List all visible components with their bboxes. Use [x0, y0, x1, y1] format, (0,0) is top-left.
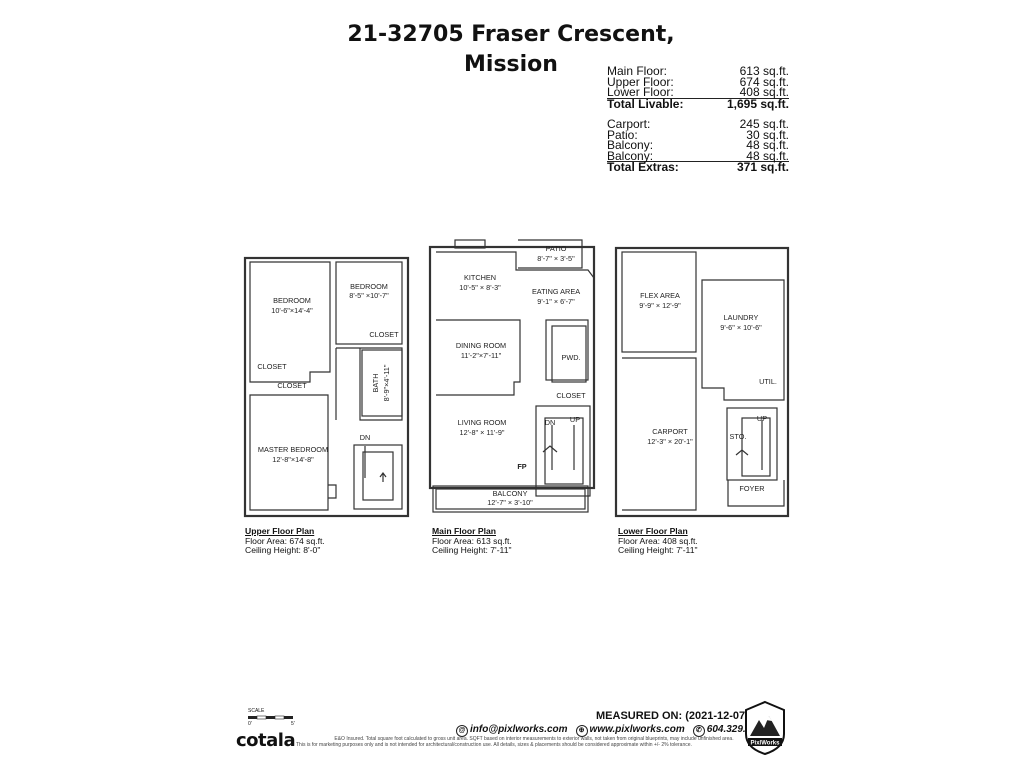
main-dn-label: DN — [545, 418, 556, 427]
disclaimer-2: This is for marketing purposes only and … — [296, 742, 692, 748]
upper-master-dims: 12'-8"×14'-8" — [272, 455, 314, 464]
area-row-patio: Patio:30 sq.ft. — [607, 127, 789, 142]
upper-bedroom-2-label: BEDROOM — [350, 282, 388, 291]
scale-label: SCALE — [248, 708, 265, 714]
main-balcony-label: BALCONY — [493, 489, 528, 498]
scale-zero: 0' — [248, 721, 252, 727]
contact-row: @info@pixlworks.com ⊕www.pixlworks.com ✆… — [456, 724, 768, 737]
upper-dn-label: DN — [360, 433, 371, 442]
main-plan-title: Main Floor Plan — [432, 526, 496, 536]
area-row-upper: Upper Floor:674 sq.ft. — [607, 74, 789, 89]
main-dining-dims: 11'-2"×7'-11" — [461, 351, 502, 360]
contact-website[interactable]: ⊕www.pixlworks.com — [575, 724, 685, 737]
main-patio-label: PATIO — [546, 244, 567, 253]
main-living-dims: 12'-8" × 11'-9" — [460, 428, 505, 437]
area-summary-table: Main Floor:613 sq.ft. Upper Floor:674 sq… — [607, 64, 789, 174]
measured-on: MEASURED ON: (2021-12-07) — [596, 710, 749, 722]
main-dining-label: DINING ROOM — [456, 341, 506, 350]
main-plan-ceiling: Ceiling Height: 7'-11" — [432, 545, 512, 555]
main-kitchen-label: KITCHEN — [464, 273, 496, 282]
upper-floor-plan — [243, 256, 410, 518]
upper-bath-dims: 8'-9"×4'-11" — [382, 364, 391, 401]
contact-email[interactable]: @info@pixlworks.com — [456, 724, 568, 737]
main-floor-plan — [428, 239, 596, 513]
email-icon: @ — [456, 725, 468, 737]
main-living-label: LIVING ROOM — [458, 418, 507, 427]
upper-plan-caption: Upper Floor Plan Floor Area: 674 sq.ft. … — [245, 526, 325, 556]
area-divider-2 — [607, 161, 789, 162]
main-fp-label: FP — [517, 462, 526, 471]
upper-plan-title: Upper Floor Plan — [245, 526, 315, 536]
lower-up-label: UP — [757, 414, 767, 423]
main-kitchen-dims: 10'-5" × 8'-3" — [459, 283, 501, 292]
lower-flex-label: FLEX AREA — [640, 291, 680, 300]
cotala-logo: cotala — [236, 730, 296, 751]
upper-closet-3-label: CLOSET — [277, 381, 307, 390]
upper-plan-ceiling: Ceiling Height: 8'-0" — [245, 545, 321, 555]
lower-carport-label: CARPORT — [652, 427, 688, 436]
lower-sto-label: STO. — [730, 432, 747, 441]
upper-plan-area: Floor Area: 674 sq.ft. — [245, 535, 325, 546]
globe-icon: ⊕ — [575, 725, 588, 737]
main-pwd-label: PWD. — [561, 353, 580, 362]
lower-plan-title: Lower Floor Plan — [618, 526, 688, 536]
area-row-carport: Carport:245 sq.ft. — [607, 117, 789, 131]
lower-plan-caption: Lower Floor Plan Floor Area: 408 sq.ft. … — [618, 526, 698, 556]
lower-floor-plan — [614, 246, 790, 518]
property-title: 21-32705 Fraser Crescent, Mission — [330, 20, 692, 80]
title-line-2: Mission — [464, 52, 558, 77]
upper-closet-1-label: CLOSET — [369, 330, 399, 339]
lower-plan-area: Floor Area: 408 sq.ft. — [618, 535, 698, 546]
main-plan-area: Floor Area: 613 sq.ft. — [432, 535, 512, 546]
contact-phone[interactable]: ✆604.329.5788 — [692, 724, 768, 737]
svg-text:PixlWorks: PixlWorks — [751, 741, 781, 747]
area-row-balcony-2: Balcony:48 sq.ft. — [607, 148, 789, 163]
scale-ruler-icon — [248, 715, 293, 720]
upper-bedroom-1-dims: 10'-6"×14'-4" — [271, 306, 313, 315]
upper-bedroom-1-label: BEDROOM — [273, 296, 311, 305]
lower-foyer-label: FOYER — [739, 484, 764, 493]
lower-flex-dims: 9'-9" × 12'-9" — [639, 301, 681, 310]
main-eating-dims: 9'-1" × 6'-7" — [537, 297, 575, 306]
main-plan-caption: Main Floor Plan Floor Area: 613 sq.ft. C… — [432, 526, 512, 556]
lower-plan-ceiling: Ceiling Height: 7'-11" — [618, 545, 698, 555]
lower-util-label: UTIL. — [759, 377, 777, 386]
pixlworks-logo: PixlWorks — [745, 700, 785, 756]
main-closet-label: CLOSET — [556, 391, 586, 400]
area-row-lower: Lower Floor:408 sq.ft. — [607, 85, 789, 99]
area-row-balcony-1: Balcony:48 sq.ft. — [607, 138, 789, 152]
area-row-total-livable: Total Livable:1,695 sq.ft. — [607, 96, 789, 111]
upper-bedroom-2-dims: 8'-5" ×10'-7" — [349, 291, 389, 300]
lower-carport-dims: 12'-3" × 20'-1" — [647, 437, 693, 446]
main-balcony-dims: 12'-7" × 3'-10" — [487, 498, 533, 507]
upper-master-label: MASTER BEDROOM — [258, 445, 328, 454]
main-patio-dims: 8'-7" × 3'-5" — [537, 254, 575, 263]
disclaimer-1: E&O Insured. Total square foot calculate… — [334, 736, 734, 742]
area-divider — [607, 97, 789, 99]
title-line-1: 21-32705 Fraser Crescent, — [347, 22, 675, 47]
main-eating-label: EATING AREA — [532, 287, 580, 296]
main-up-label: UP — [570, 415, 580, 424]
scale-bar: SCALE 0' 5' — [248, 708, 298, 728]
scale-five: 5' — [291, 721, 295, 727]
area-row-total-extras: Total Extras:371 sq.ft. — [607, 160, 789, 174]
upper-closet-2-label: CLOSET — [257, 362, 287, 371]
upper-bath-label: BATH — [371, 374, 380, 393]
area-row-main: Main Floor:613 sq.ft. — [607, 64, 789, 78]
phone-icon: ✆ — [692, 725, 705, 737]
lower-laundry-dims: 9'-6" × 10'-6" — [720, 323, 762, 332]
lower-laundry-label: LAUNDRY — [724, 313, 759, 322]
